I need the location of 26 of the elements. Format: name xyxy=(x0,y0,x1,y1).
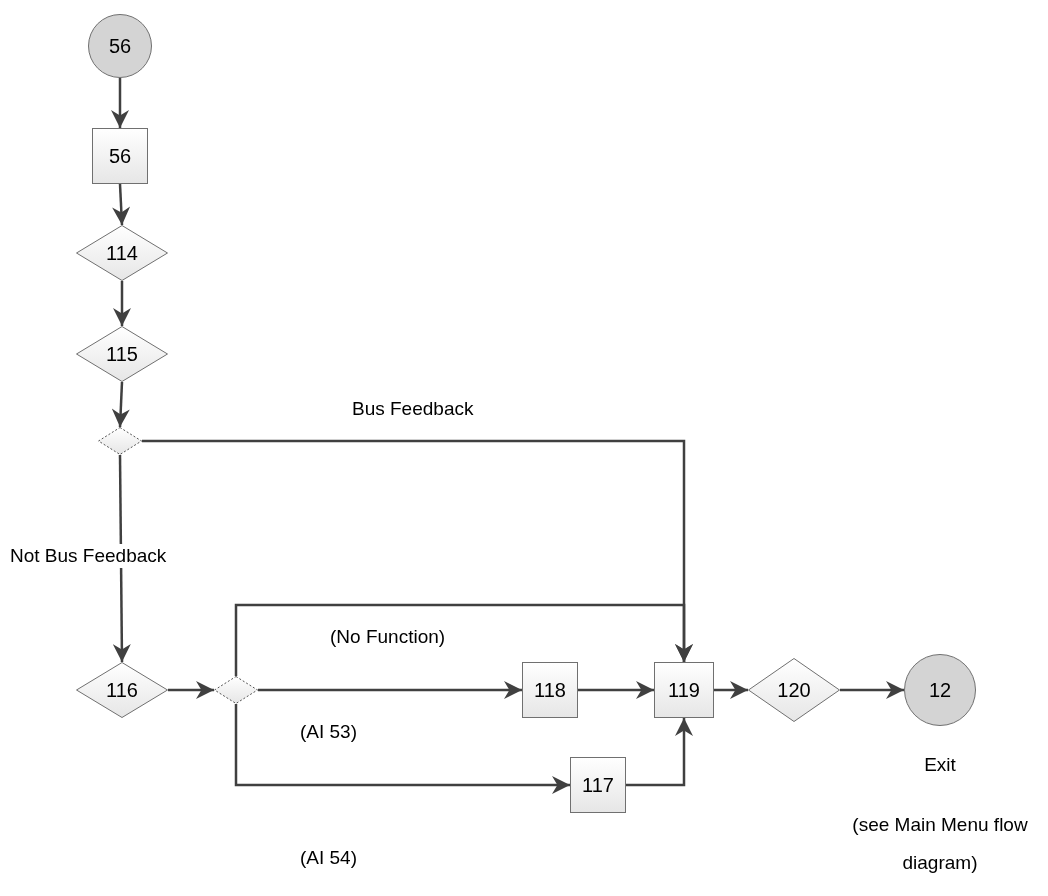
node-caption: Exit xyxy=(923,753,957,777)
edge-label: Not Bus Feedback xyxy=(8,544,169,568)
node-label: 115 xyxy=(105,342,139,366)
arrow xyxy=(168,681,214,699)
arrow xyxy=(234,704,570,794)
arrow xyxy=(112,455,131,662)
node-label: 120 xyxy=(776,678,812,702)
node-label: 12 xyxy=(927,678,953,702)
arrow xyxy=(840,681,904,699)
arrow xyxy=(113,281,131,326)
node-label: 56 xyxy=(107,144,133,168)
node-label: 117 xyxy=(581,773,615,797)
arrow xyxy=(578,681,654,699)
arrow xyxy=(258,681,522,699)
arrow xyxy=(111,381,130,428)
arrow xyxy=(626,718,693,787)
arrow xyxy=(112,183,131,226)
node-label: 119 xyxy=(667,678,701,702)
node-caption: (see Main Menu flow diagram) xyxy=(851,813,1029,875)
node-label: 56 xyxy=(107,34,133,58)
arrow xyxy=(714,681,748,699)
arrow xyxy=(111,78,129,128)
node-label: 114 xyxy=(105,241,139,265)
arrow xyxy=(234,603,693,676)
node-label: 116 xyxy=(105,678,139,702)
node-label: 118 xyxy=(533,678,567,702)
